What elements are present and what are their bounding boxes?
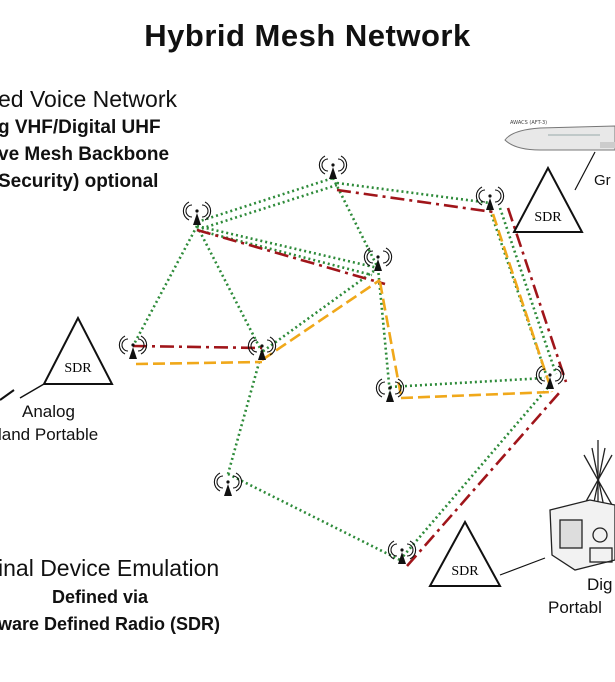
red-link — [196, 228, 386, 286]
digital-portable-label: Portabl — [548, 598, 602, 617]
orange-links — [135, 213, 554, 400]
radio-tower-icon — [213, 472, 243, 497]
radio-tower-icon — [475, 186, 505, 211]
connector-line — [19, 383, 45, 399]
orange-link — [400, 390, 553, 400]
red-links — [132, 188, 568, 567]
green-link — [227, 472, 401, 562]
orange-link — [261, 278, 381, 362]
green-link — [399, 384, 551, 561]
red-link — [132, 344, 263, 350]
green-link — [131, 225, 199, 347]
sdr-triangle-bottom: SDR — [428, 519, 502, 587]
green-link — [336, 181, 491, 205]
radio-tower-icon — [118, 335, 148, 360]
sdr-triangle-left: SDR — [42, 315, 114, 385]
orange-link — [135, 360, 263, 366]
green-links — [131, 176, 558, 562]
red-link — [506, 207, 568, 383]
green-link — [261, 266, 379, 354]
radio-tower-icon — [318, 155, 348, 180]
network-type-label: ed Voice Network — [0, 86, 177, 112]
vehicle-radio-icon — [549, 440, 615, 571]
sdr-label: SDR — [64, 361, 92, 376]
backbone-label: ve Mesh Backbone — [0, 144, 170, 165]
green-link — [389, 376, 546, 389]
sdr-label: SDR — [534, 210, 562, 225]
security-label: Security) optional — [0, 171, 159, 192]
red-link — [336, 188, 494, 214]
green-link — [195, 225, 264, 353]
aircraft-label: AWACS (AFT-3) — [510, 120, 547, 126]
green-link — [196, 224, 379, 270]
handheld-antenna-icon — [0, 389, 15, 401]
green-link — [331, 177, 380, 269]
diagram-title: Hybrid Mesh Network — [144, 18, 471, 53]
sdr-triangle-right: SDR — [512, 165, 584, 233]
connector-line — [499, 557, 546, 576]
ground-label: Gr — [594, 172, 611, 189]
red-link — [406, 391, 561, 567]
aircraft-icon: AWACS (AFT-3) — [504, 120, 615, 151]
green-link — [196, 176, 334, 224]
sdr-label: SDR — [451, 564, 479, 579]
orange-link — [491, 213, 554, 393]
analog-label: Analog — [22, 402, 75, 421]
band-label: g VHF/Digital UHF — [0, 117, 161, 138]
emulation-label: inal Device Emulation — [0, 555, 220, 581]
orange-link — [378, 281, 403, 397]
sdr-definition-label: ware Defined Radio (SDR) — [0, 614, 221, 634]
radio-tower-icon — [182, 201, 212, 226]
green-link — [196, 183, 338, 232]
digital-label: Dig — [587, 575, 613, 594]
handheld-portable-label: land Portable — [0, 425, 99, 444]
connector-line — [574, 151, 596, 191]
green-link — [498, 207, 558, 375]
defined-via-label: Defined via — [52, 587, 149, 607]
green-link — [226, 351, 264, 475]
